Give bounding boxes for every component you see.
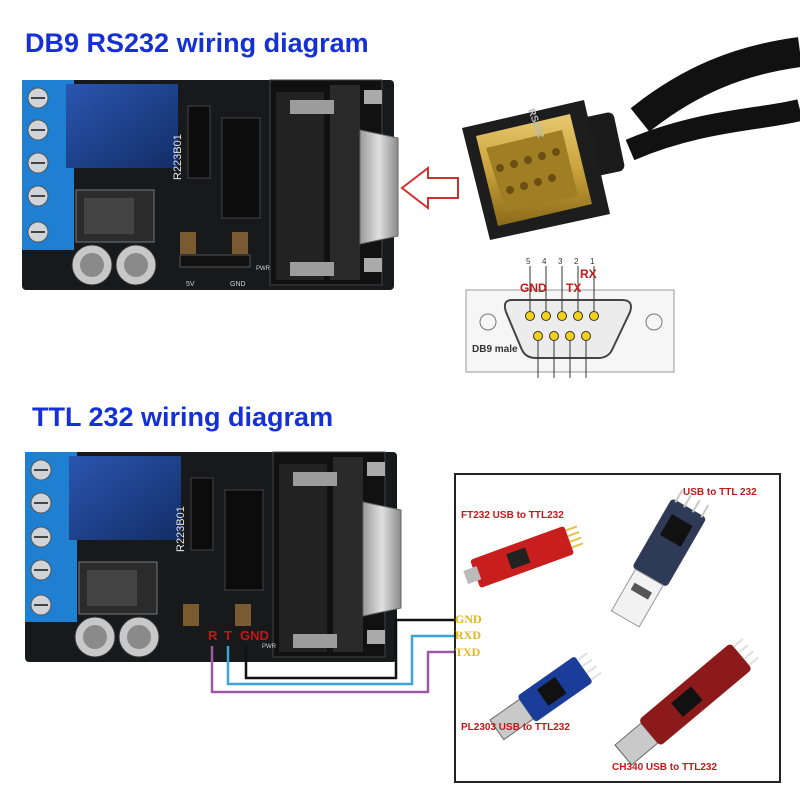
pin-label-tx: TX — [566, 281, 581, 295]
terminal-screws — [27, 87, 49, 109]
pin-number-3: 3 — [558, 257, 563, 266]
adapter-label-usb-ttl232: USB to TTL 232 — [683, 487, 757, 498]
pin-label-gnd: GND — [520, 281, 547, 295]
ft232-adapter — [463, 525, 584, 588]
db9-male-pinout: 5 4 3 2 1 GND TX RX DB9 male — [465, 257, 675, 378]
ttl-wires — [210, 618, 455, 694]
svg-text:PWR: PWR — [256, 266, 271, 272]
board-silk-label-2: R223B01 — [175, 506, 187, 552]
adapter-label-pl2303: PL2303 USB to TTL232 — [461, 722, 570, 733]
signal-rxd: RXD — [455, 628, 481, 642]
board-pin-gnd: GND — [240, 628, 269, 643]
board-pin-r: R — [208, 628, 218, 643]
arrow-icon — [400, 165, 459, 211]
wire-gnd — [244, 618, 455, 680]
ch340-adapter — [614, 638, 759, 766]
ttl-title: TTL 232 wiring diagram — [32, 402, 334, 432]
wire-rxd — [226, 634, 455, 686]
rs232-board: R223B01 5V GND PWR — [22, 79, 399, 290]
signal-gnd: GND — [455, 612, 482, 626]
ttl-board: R223B01 PWR — [25, 451, 402, 662]
svg-text:PWR: PWR — [262, 644, 277, 650]
adapter-label-ft232: FT232 USB to TTL232 — [461, 510, 564, 521]
pin-label-rx: RX — [580, 267, 597, 281]
pin-number-4: 4 — [542, 257, 547, 266]
board-pin-t: T — [224, 628, 232, 643]
pin-number-2: 2 — [574, 257, 579, 266]
svg-text:GND: GND — [230, 281, 246, 288]
rs232-title: DB9 RS232 wiring diagram — [25, 28, 369, 58]
signal-txd: TXD — [455, 645, 481, 659]
db9-male-label: DB9 male — [472, 344, 518, 355]
cp2102-adapter — [610, 489, 710, 628]
relay — [66, 84, 178, 168]
pl2303-adapter — [489, 652, 602, 741]
adapter-label-ch340: CH340 USB to TTL232 — [612, 762, 718, 773]
wire-txd — [210, 646, 455, 694]
db9-cable: RS232 — [462, 37, 800, 240]
pin-number-5: 5 — [526, 257, 531, 266]
board-silk-label: R223B01 — [172, 134, 184, 180]
svg-text:5V: 5V — [186, 281, 195, 288]
pin-number-1: 1 — [590, 257, 595, 266]
